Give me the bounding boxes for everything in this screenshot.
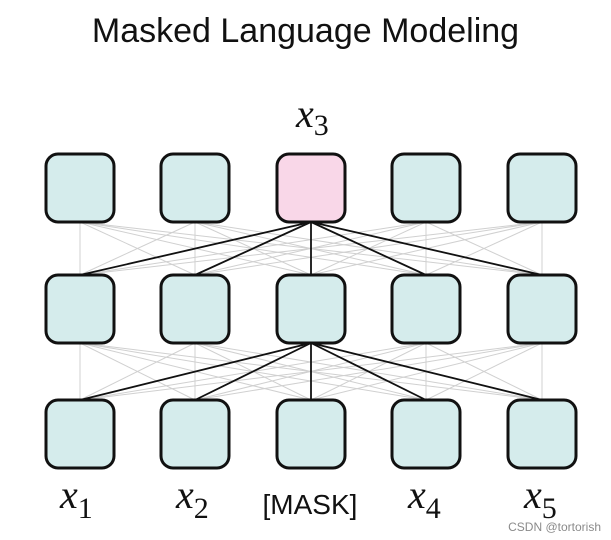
edge-attention — [194, 342, 312, 401]
edge-light — [79, 221, 196, 276]
edge-attention — [310, 342, 543, 401]
input-label-x4: x4 — [407, 472, 441, 525]
edge-attention — [79, 221, 312, 276]
node-input-5 — [506, 398, 578, 470]
input-labels: x1 x2 [MASK] x4 x5 — [59, 472, 557, 525]
input-label-x5: x5 — [523, 472, 557, 525]
edge-light — [425, 221, 543, 276]
output-label: x3 — [295, 91, 329, 142]
edge-attention — [310, 221, 427, 276]
node-hidden-2 — [159, 273, 231, 345]
node-hidden-3 — [275, 273, 347, 345]
node-output-5 — [506, 152, 578, 224]
watermark: CSDN @tortorish — [508, 520, 601, 534]
edge-light — [425, 342, 543, 401]
node-output-2 — [159, 152, 231, 224]
edge-attention — [310, 221, 543, 276]
node-input-4 — [390, 398, 462, 470]
input-label-x2: x2 — [175, 472, 209, 525]
edge-attention — [310, 342, 427, 401]
diagram-title: Masked Language Modeling — [91, 12, 520, 50]
node-output-4 — [390, 152, 462, 224]
edges-attention — [79, 221, 543, 401]
node-hidden-1 — [44, 273, 116, 345]
node-hidden-5 — [506, 273, 578, 345]
node-input-1 — [44, 398, 116, 470]
node-input-2 — [159, 398, 231, 470]
node-output-1 — [44, 152, 116, 224]
nodes — [44, 152, 578, 470]
input-label-mask: [MASK] — [263, 489, 358, 520]
output-label-base: x — [295, 91, 314, 136]
node-input-3 — [275, 398, 347, 470]
output-label-sub: 3 — [314, 109, 329, 142]
edge-light — [79, 342, 196, 401]
edge-attention — [194, 221, 312, 276]
edge-attention — [79, 342, 312, 401]
input-label-x1: x1 — [59, 472, 93, 525]
node-hidden-4 — [390, 273, 462, 345]
node-masked-output — [275, 152, 347, 224]
